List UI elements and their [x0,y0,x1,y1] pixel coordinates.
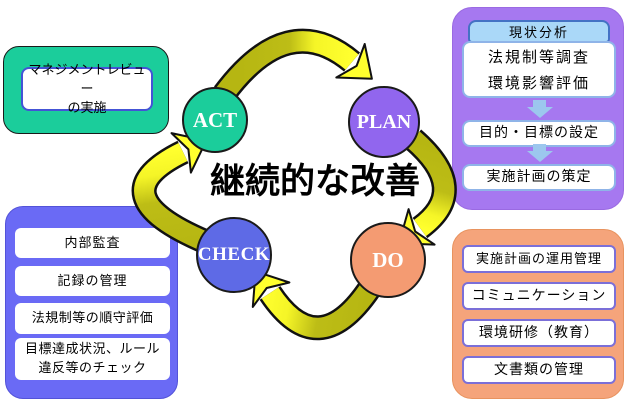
down-arrow-icon [526,100,553,118]
cycle-arrow-act-to-plan [213,28,373,102]
act-circle: ACT [182,87,248,153]
diagram-title: 継続的な改善 [209,162,420,202]
do-panel-item-2: コミュニケーション [462,282,616,310]
check-panel-item-2: 記録の管理 [15,266,170,296]
plan-panel-step-2: 目的・目標の設定 [462,120,616,147]
plan-panel-step-1: 法規制等調査 環境影響評価 [462,41,616,98]
down-arrow-icon [526,144,553,162]
check-panel: 内部監査 記録の管理 法規制等の順守評価 目標達成状況、ルール 違反等のチェック [5,206,178,399]
plan-panel-step-3: 実施計画の策定 [462,164,616,191]
do-panel-item-4: 文書類の管理 [462,356,616,384]
do-circle: DO [350,222,426,298]
do-panel-item-1: 実施計画の運用管理 [462,245,616,273]
check-circle: CHECK [196,217,272,293]
check-panel-item-4: 目標達成状況、ルール 違反等のチェック [15,338,170,380]
plan-panel: 現状分析 法規制等調査 環境影響評価 目的・目標の設定 実施計画の策定 [452,7,624,210]
down-arrow-point [526,107,553,118]
down-arrow-stem [533,144,546,151]
cycle-arrow-do-to-check [251,270,381,341]
act-panel: マネジメントレビュー の実施 [3,46,169,134]
plan-panel-header: 現状分析 [468,20,610,43]
do-panel-item-3: 環境研修（教育） [462,319,616,347]
down-arrow-point [526,151,553,162]
check-panel-item-3: 法規制等の順守評価 [15,303,170,334]
act-panel-item: マネジメントレビュー の実施 [21,63,153,116]
do-panel: 実施計画の運用管理 コミュニケーション 環境研修（教育） 文書類の管理 [452,229,624,399]
down-arrow-stem [533,100,546,107]
check-panel-item-1: 内部監査 [15,228,170,258]
plan-circle: PLAN [348,86,420,158]
